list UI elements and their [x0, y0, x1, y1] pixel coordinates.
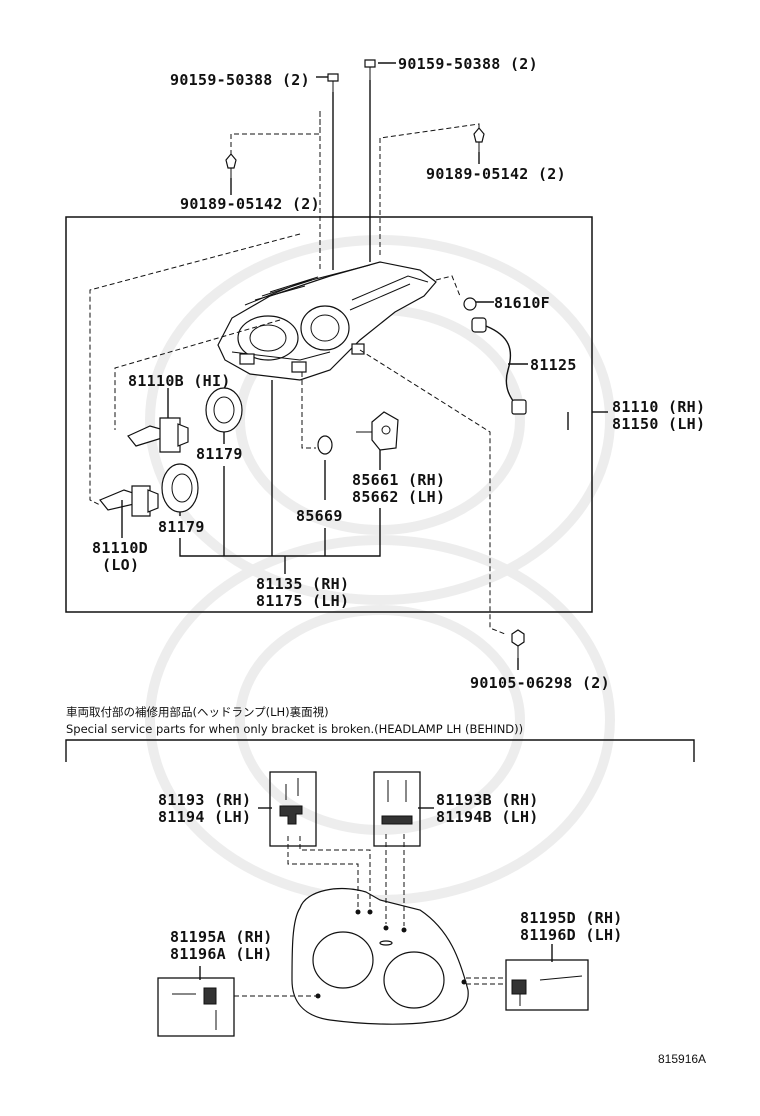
- label-clip-left: 90189-05142 (2): [180, 195, 320, 213]
- label-actuator-lh: 85662 (LH): [352, 488, 445, 506]
- clip-left-icon: [225, 153, 237, 178]
- label-bulb-lo-2: (LO): [102, 556, 139, 574]
- label-cover-upper: 81179: [196, 445, 243, 463]
- leveling-actuator-icon: [356, 411, 399, 451]
- headlamp-back-view-icon: [291, 887, 469, 1025]
- label-bulb-lo-1: 81110D: [92, 539, 148, 557]
- label-unit-rh: 81135 (RH): [256, 575, 349, 593]
- label-bracket-a-lh: 81194 (LH): [158, 808, 251, 826]
- cover-upper-icon: [205, 387, 243, 433]
- cover-lower-icon: [161, 463, 199, 513]
- bracket-b-box: [373, 771, 421, 847]
- bulb-socket-icon: [463, 297, 477, 311]
- bracket-c-box: [157, 977, 235, 1037]
- label-bracket-d-rh: 81195D (RH): [520, 909, 623, 927]
- assembly-frame: [65, 216, 593, 613]
- figure-code: 815916A: [658, 1052, 706, 1066]
- bolt-top-right-icon: [364, 59, 376, 80]
- label-actuator-rh: 85661 (RH): [352, 471, 445, 489]
- label-assy-rh: 81110 (RH): [612, 398, 705, 416]
- label-bolt-top-left: 90159-50388 (2): [170, 71, 310, 89]
- note-japanese: 車両取付部の補修用部品(ヘッドランプ(LH)裏面視): [66, 705, 329, 719]
- label-clip-right: 90189-05142 (2): [426, 165, 566, 183]
- bracket-d-icon: [511, 975, 583, 1006]
- label-unit-lh: 81175 (LH): [256, 592, 349, 610]
- label-bracket-c-lh: 81196A (LH): [170, 945, 273, 963]
- bulb-lo-icon: [99, 485, 159, 517]
- headlamp-assembly-icon: [217, 261, 437, 381]
- grommet-icon: [317, 435, 333, 455]
- label-bracket-b-lh: 81194B (LH): [436, 808, 539, 826]
- label-bracket-c-rh: 81195A (RH): [170, 928, 273, 946]
- label-screw-bottom: 90105-06298 (2): [470, 674, 610, 692]
- bracket-c-icon: [172, 987, 217, 1030]
- label-cover-lower: 81179: [158, 518, 205, 536]
- bolt-top-left-icon: [327, 73, 339, 92]
- label-bracket-b-rh: 81193B (RH): [436, 791, 539, 809]
- bracket-b-icon: [381, 780, 413, 825]
- label-bulb-socket: 81610F: [494, 294, 550, 312]
- note-english: Special service parts for when only brac…: [66, 722, 523, 736]
- label-bulb-hi: 81110B (HI): [128, 372, 231, 390]
- bracket-a-box: [269, 771, 317, 847]
- bracket-a-icon: [279, 778, 303, 825]
- clip-right-icon: [473, 127, 485, 152]
- bracket-d-box: [505, 959, 589, 1011]
- label-bracket-d-lh: 81196D (LH): [520, 926, 623, 944]
- screw-bottom-icon: [511, 629, 525, 658]
- label-bolt-top-right: 90159-50388 (2): [398, 55, 538, 73]
- label-assy-lh: 81150 (LH): [612, 415, 705, 433]
- bulb-hi-icon: [127, 417, 189, 453]
- wire-harness-icon: [471, 317, 527, 415]
- label-grommet: 85669: [296, 507, 343, 525]
- label-wire-harness: 81125: [530, 356, 577, 374]
- label-bracket-a-rh: 81193 (RH): [158, 791, 251, 809]
